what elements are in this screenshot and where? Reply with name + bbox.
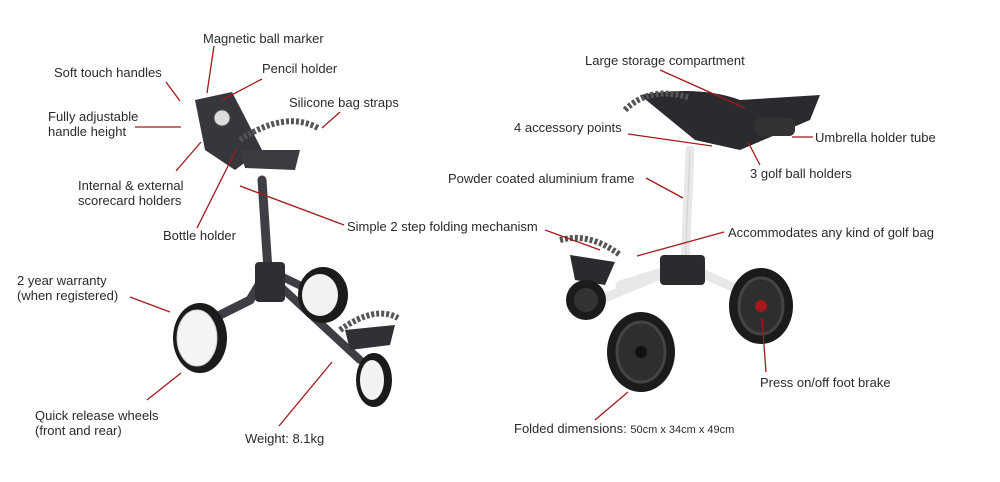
label-golf-ball-holders: 3 golf ball holders [750, 166, 852, 181]
label-folded-dimensions: Folded dimensions: 50cm x 34cm x 49cm [514, 421, 734, 438]
label-soft-touch-handles: Soft touch handles [54, 65, 162, 80]
label-line: Fully adjustable [48, 109, 139, 124]
label-line: Internal & external [78, 178, 184, 193]
label-warranty: 2 year warranty (when registered) [17, 273, 118, 303]
label-umbrella-holder: Umbrella holder tube [815, 130, 936, 145]
label-line: 2 year warranty [17, 273, 107, 288]
label-line: Quick release wheels [35, 408, 159, 423]
label-line: (front and rear) [35, 423, 122, 438]
label-line: handle height [48, 124, 127, 139]
right-trolley [559, 90, 820, 392]
label-weight: Weight: 8.1kg [245, 431, 325, 446]
label-quick-release-wheels: Quick release wheels (front and rear) [35, 408, 159, 438]
label-golf-bag: Accommodates any kind of golf bag [728, 225, 934, 240]
right-front-wheel [607, 312, 675, 392]
left-trolley [173, 92, 400, 407]
label-line: scorecard holders [78, 193, 182, 208]
label-scorecard-holders: Internal & external scorecard holders [78, 178, 184, 208]
folded-dimensions-label: Folded dimensions: [514, 421, 627, 436]
label-magnetic-ball-marker: Magnetic ball marker [203, 31, 324, 46]
label-foot-brake: Press on/off foot brake [760, 375, 891, 390]
right-rear-small-wheel [566, 280, 606, 320]
label-silicone-bag-straps: Silicone bag straps [289, 95, 399, 110]
left-rear-wheel [298, 267, 348, 323]
label-storage-compartment: Large storage compartment [585, 53, 745, 68]
left-front-wheel [173, 303, 227, 373]
left-small-wheel [356, 353, 392, 407]
right-side-wheel [729, 268, 793, 344]
label-bottle-holder: Bottle holder [163, 228, 236, 243]
label-pencil-holder: Pencil holder [262, 61, 338, 76]
label-adjustable-handle: Fully adjustable handle height [48, 109, 138, 139]
folded-dimensions-value: 50cm x 34cm x 49cm [630, 424, 735, 436]
label-aluminium-frame: Powder coated aluminium frame [448, 171, 635, 186]
label-line: (when registered) [17, 288, 119, 303]
label-folding-mechanism: Simple 2 step folding mechanism [347, 219, 538, 234]
leader-lines [129, 45, 813, 427]
label-accessory-points: 4 accessory points [514, 120, 622, 135]
